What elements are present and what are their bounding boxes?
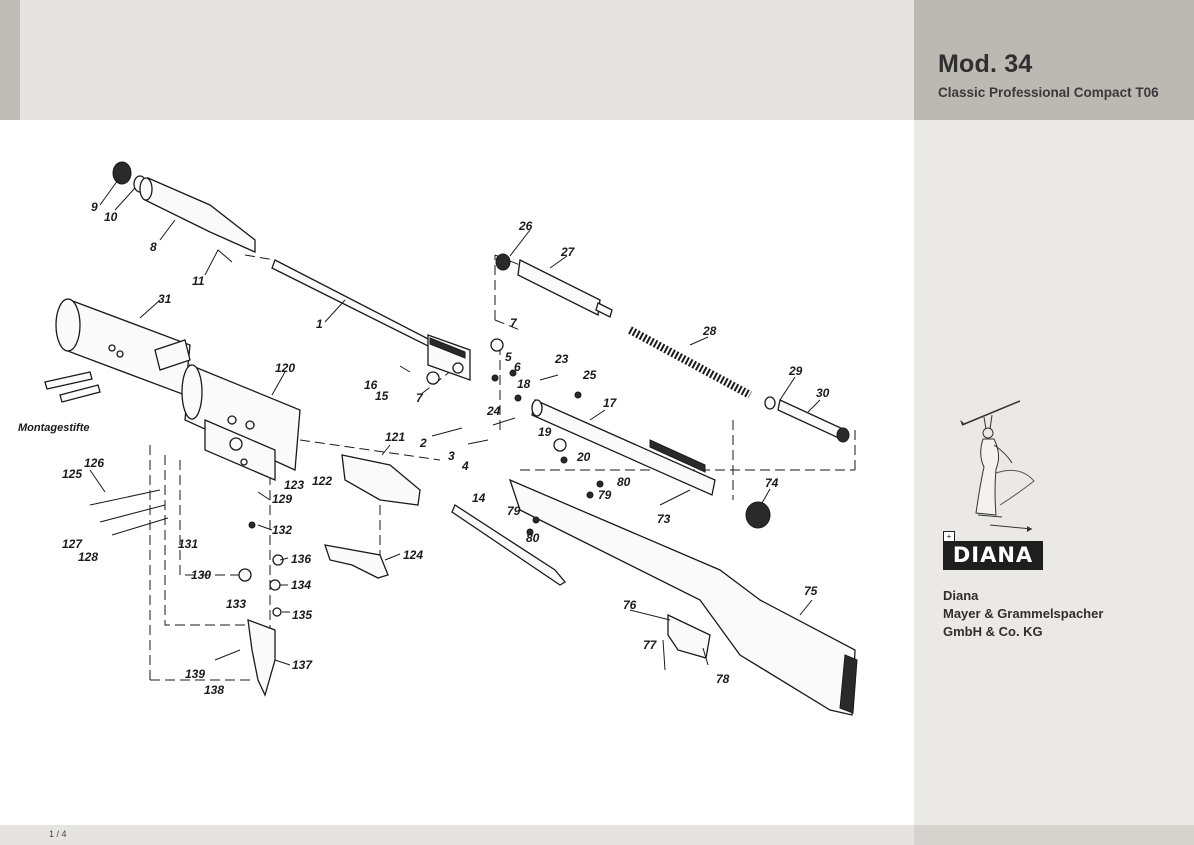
part-29-30-guide xyxy=(764,396,850,443)
page-number: 1 / 4 xyxy=(49,829,67,839)
label-136: 136 xyxy=(291,552,311,566)
part-14-cocking-link xyxy=(451,504,566,586)
label-73: 73 xyxy=(657,512,671,526)
label-14: 14 xyxy=(472,491,486,505)
part-1-barrel xyxy=(271,259,471,381)
label-74: 74 xyxy=(765,476,779,490)
label-125: 125 xyxy=(62,467,82,481)
label-29: 29 xyxy=(788,364,803,378)
label-28: 28 xyxy=(702,324,717,338)
label-137: 137 xyxy=(292,658,313,672)
company-block: Diana Mayer & Grammelspacher GmbH & Co. … xyxy=(943,587,1103,641)
label-7b: 7 xyxy=(510,316,518,330)
label-78: 78 xyxy=(716,672,730,686)
mounting-pins xyxy=(44,371,101,403)
part-120-trigger-housing xyxy=(181,364,301,481)
part-137-trigger xyxy=(247,619,276,697)
label-139: 139 xyxy=(185,667,205,681)
label-5: 5 xyxy=(505,350,512,364)
label-23: 23 xyxy=(554,352,569,366)
leader-lines xyxy=(89,179,821,666)
part-121-trigger-block xyxy=(341,454,421,506)
label-126: 126 xyxy=(84,456,104,470)
label-18: 18 xyxy=(517,377,531,391)
label-4: 4 xyxy=(461,459,469,473)
label-77: 77 xyxy=(643,638,658,652)
part-74-cap xyxy=(745,501,771,529)
label-134: 134 xyxy=(291,578,311,592)
label-79b: 79 xyxy=(507,504,521,518)
side-panel xyxy=(914,0,1194,845)
logo-emblem-icon: + xyxy=(943,531,955,543)
label-132: 132 xyxy=(272,523,292,537)
label-31: 31 xyxy=(158,292,172,306)
label-2: 2 xyxy=(419,436,427,450)
label-24: 24 xyxy=(486,404,501,418)
label-129: 129 xyxy=(272,492,292,506)
company-line-3: GmbH & Co. KG xyxy=(943,624,1043,639)
part-75-stock xyxy=(508,478,858,716)
label-19: 19 xyxy=(538,425,552,439)
part-28-spring xyxy=(628,326,752,399)
diana-figure-illustration xyxy=(960,400,1035,532)
part-76-trigger-guard xyxy=(667,613,711,659)
side-header xyxy=(914,0,1194,120)
label-133: 133 xyxy=(226,597,246,611)
label-20: 20 xyxy=(576,450,591,464)
label-15: 15 xyxy=(375,389,389,403)
company-line-2: Mayer & Grammelspacher xyxy=(943,606,1104,621)
part-8-cylinder xyxy=(139,177,256,254)
label-120: 120 xyxy=(275,361,295,375)
part-27-piston xyxy=(495,253,613,318)
label-8: 8 xyxy=(150,240,157,254)
label-80a: 80 xyxy=(617,475,631,489)
company-line-1: Diana xyxy=(943,588,979,603)
label-122: 122 xyxy=(312,474,332,488)
label-128: 128 xyxy=(78,550,98,564)
label-123: 123 xyxy=(284,478,304,492)
label-138: 138 xyxy=(204,683,224,697)
label-25: 25 xyxy=(582,368,597,382)
part-124-bracket xyxy=(324,544,389,579)
label-7a: 7 xyxy=(416,391,424,405)
label-27: 27 xyxy=(560,245,576,259)
footer-band-right xyxy=(914,825,1194,845)
label-75: 75 xyxy=(804,584,818,598)
label-1: 1 xyxy=(316,317,323,331)
part-17-compression-tube xyxy=(531,399,716,496)
label-17: 17 xyxy=(603,396,618,410)
model-title: Mod. 34 xyxy=(938,50,1033,78)
label-130: 130 xyxy=(191,568,211,582)
header-band xyxy=(0,0,914,120)
footer-band xyxy=(0,825,914,845)
label-76: 76 xyxy=(623,598,637,612)
label-9: 9 xyxy=(91,200,98,214)
label-121: 121 xyxy=(385,430,405,444)
label-11: 11 xyxy=(192,274,205,288)
label-135: 135 xyxy=(292,608,312,622)
label-montagestifte: Montagestifte xyxy=(18,422,90,434)
exploded-parts-diagram: 9 10 8 11 31 1 120 Montagestifte 126 125… xyxy=(18,161,858,716)
assembly-lines xyxy=(149,254,856,681)
label-30: 30 xyxy=(816,386,830,400)
logo-text: DIANA xyxy=(952,543,1034,567)
diana-logo: DIANA xyxy=(943,541,1043,570)
header-accent xyxy=(0,0,20,120)
label-127: 127 xyxy=(62,537,83,551)
label-80b: 80 xyxy=(526,531,540,545)
label-79a: 79 xyxy=(598,488,612,502)
label-26: 26 xyxy=(518,219,533,233)
label-6: 6 xyxy=(514,360,521,374)
label-124: 124 xyxy=(403,548,423,562)
part-31-receiver-tube xyxy=(55,298,191,396)
label-10: 10 xyxy=(104,210,118,224)
small-components xyxy=(89,338,709,671)
label-16: 16 xyxy=(364,378,378,392)
model-subtitle: Classic Professional Compact T06 xyxy=(938,85,1159,100)
label-131: 131 xyxy=(178,537,198,551)
label-3: 3 xyxy=(448,449,455,463)
